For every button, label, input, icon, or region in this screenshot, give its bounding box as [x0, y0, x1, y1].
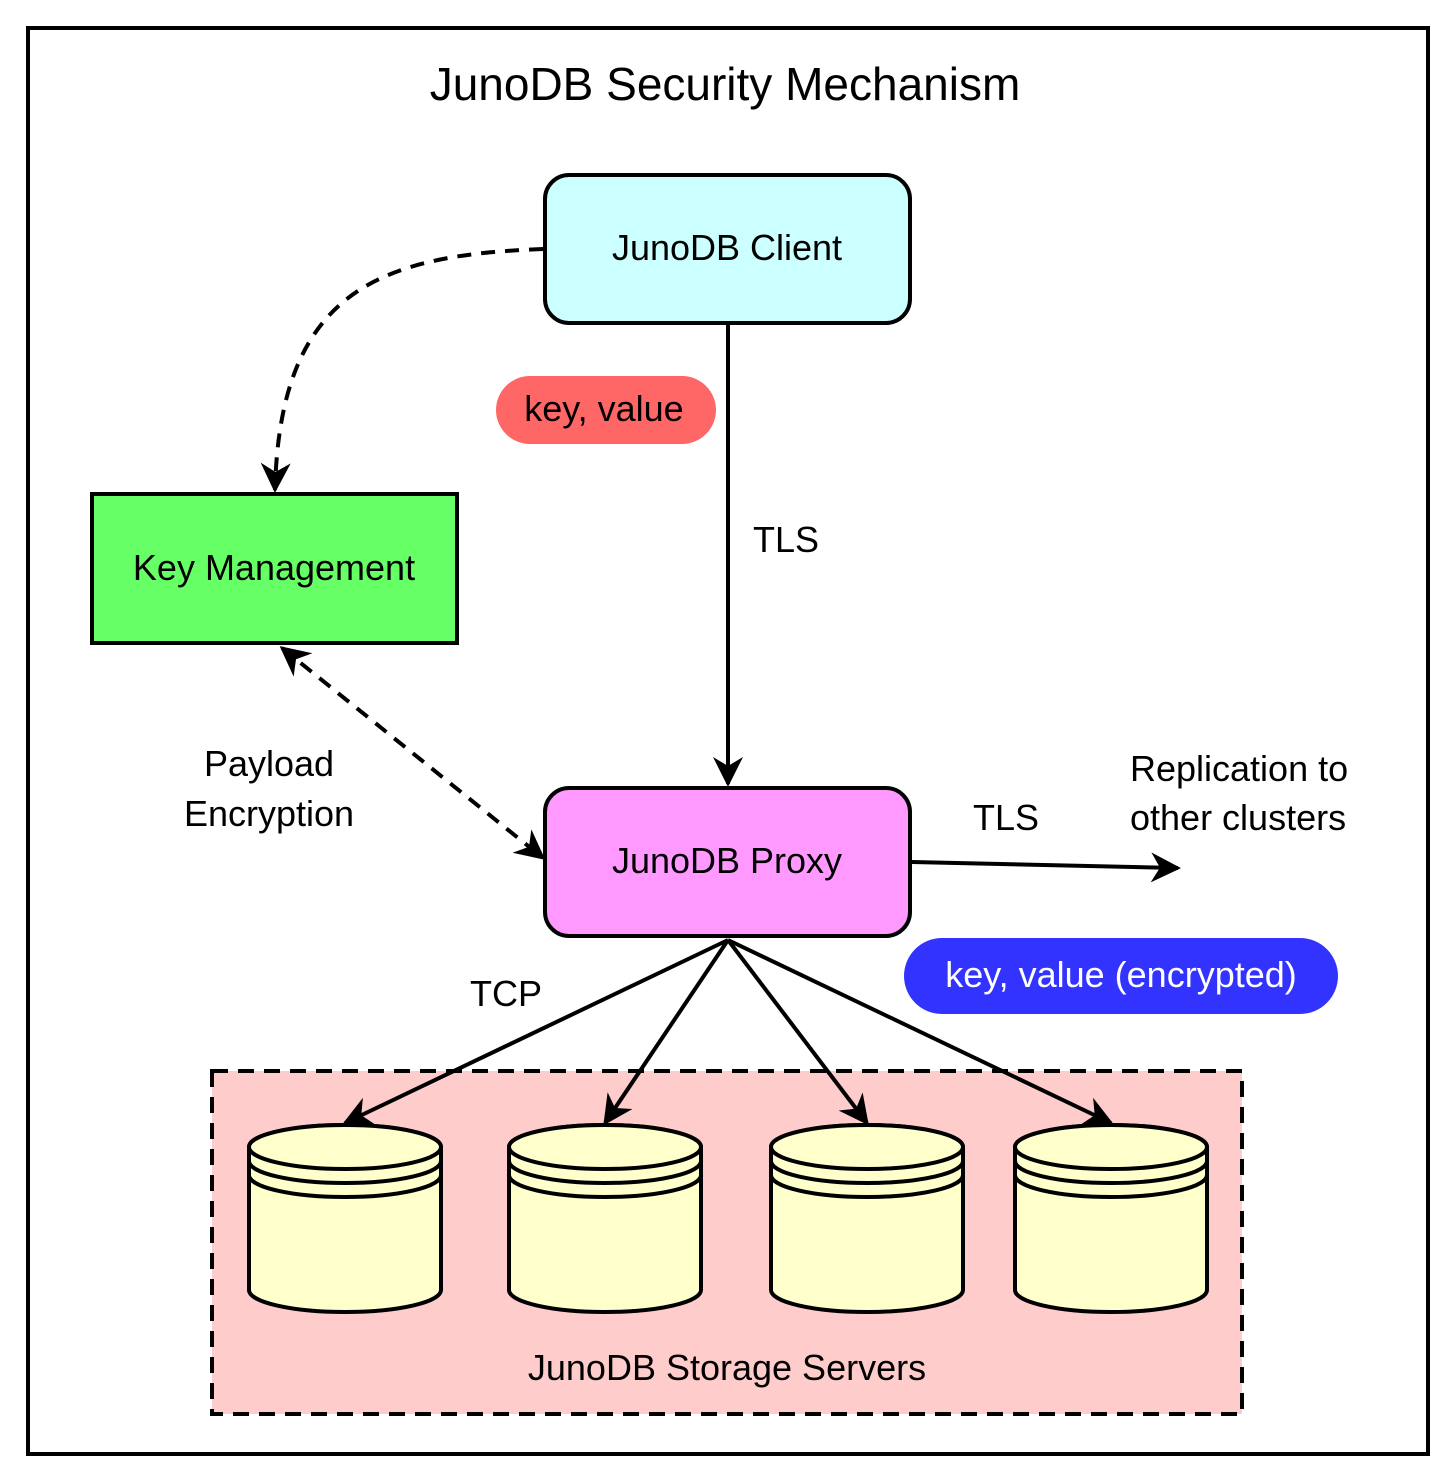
encrypted-key-value-badge	[904, 938, 1338, 1014]
key-management-label: Key Management	[133, 547, 415, 588]
junodb-client-node[interactable]	[543, 173, 912, 325]
key-value-badge	[496, 376, 716, 444]
cylinder-top	[507, 1123, 703, 1171]
cylinder-ring	[247, 1160, 443, 1185]
cylinder-top	[247, 1123, 443, 1171]
client-to-key-management-edge	[260, 247, 544, 493]
junodb-proxy-node[interactable]	[543, 786, 912, 938]
cylinder-ring	[1013, 1160, 1209, 1185]
junodb-client-label: JunoDB Client	[612, 227, 842, 268]
proxy-to-storage-edge-1	[342, 938, 729, 1125]
cylinder-top	[1013, 1123, 1209, 1171]
cylinder-ring	[1013, 1174, 1209, 1199]
payload-encryption-line1: Payload	[204, 743, 334, 784]
replication-target-line1: Replication to	[1130, 748, 1348, 789]
key-value-badge-label: key, value	[524, 388, 683, 429]
diagram-title: JunoDB Security Mechanism	[430, 58, 1021, 110]
proxy-to-storage-edge-2	[603, 938, 730, 1126]
proxy-to-storage-edges	[342, 938, 1114, 1126]
cylinder-ring	[247, 1174, 443, 1199]
storage-server-2[interactable]	[507, 1123, 703, 1314]
cylinder-ring	[769, 1160, 965, 1185]
proxy-to-storage-edge-3	[726, 938, 869, 1126]
replication-edge	[911, 852, 1181, 883]
storage-server-4[interactable]	[1013, 1123, 1209, 1314]
encrypted-key-value-badge-label: key, value (encrypted)	[945, 954, 1297, 995]
cylinder-ring	[769, 1174, 965, 1199]
storage-server-3[interactable]	[769, 1123, 965, 1314]
cylinder-ring	[507, 1174, 703, 1199]
replication-tls-label: TLS	[973, 797, 1039, 838]
replication-target-line2: other clusters	[1130, 797, 1346, 838]
key-management-proxy-edge	[279, 646, 546, 860]
cylinder-top	[769, 1123, 965, 1171]
client-proxy-tls-label: TLS	[753, 519, 819, 560]
proxy-to-storage-edge-4	[727, 938, 1114, 1125]
proxy-storage-tcp-label: TCP	[470, 973, 542, 1014]
key-management-node[interactable]	[90, 492, 459, 645]
cylinder-ring	[507, 1160, 703, 1185]
payload-encryption-line2: Encryption	[184, 793, 354, 834]
junodb-proxy-label: JunoDB Proxy	[612, 840, 842, 881]
storage-server-1[interactable]	[247, 1123, 443, 1314]
storage-servers	[247, 1123, 1209, 1314]
storage-servers-label: JunoDB Storage Servers	[528, 1347, 926, 1388]
